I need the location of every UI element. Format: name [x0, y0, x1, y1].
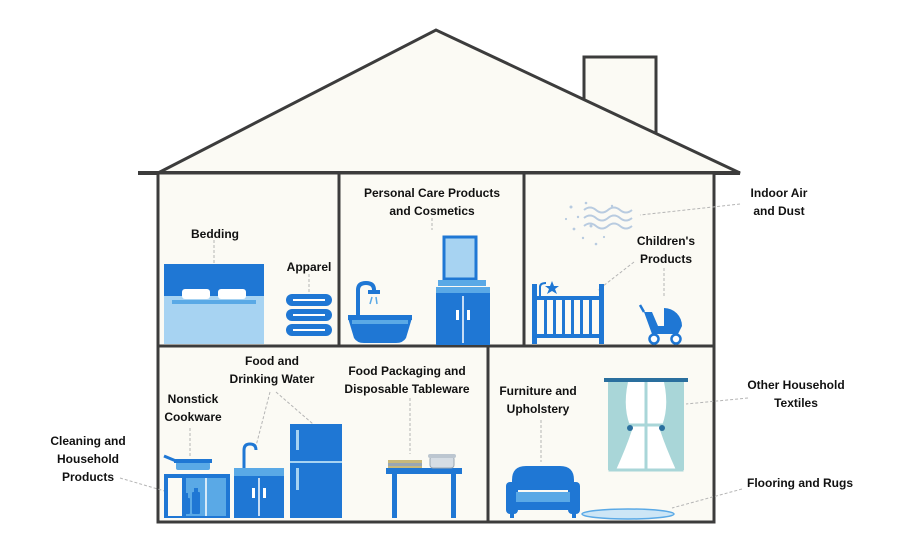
food-water-line-1: Food and [245, 354, 299, 368]
food-packaging-line-1: Food Packaging and [348, 364, 466, 378]
food-water-label: Food and Drinking Water [222, 352, 322, 388]
leader-lines [119, 203, 749, 509]
crib-icon [532, 281, 604, 344]
food-water-line-2: Drinking Water [229, 372, 315, 386]
flooring-label: Flooring and Rugs [747, 476, 853, 490]
vanity-icon [436, 235, 490, 345]
furniture-line-2: Upholstery [506, 402, 570, 416]
sink-cabinet-icon [234, 442, 284, 518]
food-container-icon [428, 454, 456, 469]
textiles-leader [685, 397, 749, 405]
armchair-icon [506, 466, 580, 518]
cleaning-label: Cleaning and Household Products [40, 432, 136, 486]
childrens-products-label: Children's Products [624, 232, 708, 268]
apparel-label: Apparel [286, 260, 332, 274]
furniture-label: Furniture and Upholstery [490, 382, 586, 418]
childrens-line-2: Products [639, 252, 692, 266]
cleaning-line-2: Household [57, 452, 119, 466]
dust-particles-icon [564, 201, 614, 246]
textiles-label: Other Household Textiles [740, 376, 852, 412]
curtains-icon [608, 382, 684, 470]
disposable-plates-icon [388, 460, 422, 468]
nonstick-line-2: Cookware [164, 410, 222, 424]
cleaning-leader [119, 477, 169, 493]
apparel-icon [286, 294, 332, 336]
dining-table-icon [386, 468, 462, 518]
flooring-leader [671, 488, 743, 509]
food-packaging-label: Food Packaging and Disposable Tableware [337, 362, 477, 398]
textiles-line-1: Other Household [747, 378, 845, 392]
nonstick-line-1: Nonstick [167, 392, 219, 406]
bed-icon [164, 264, 264, 344]
bathtub-icon [348, 280, 412, 343]
food-packaging-line-2: Disposable Tableware [344, 382, 470, 396]
nonstick-cookware-label: Nonstick Cookware [158, 390, 228, 426]
cleaning-bottles-icon [183, 488, 200, 514]
textiles-line-2: Textiles [774, 396, 818, 410]
personal-care-line-1: Personal Care Products [363, 186, 501, 200]
rug-icon [581, 508, 675, 520]
furniture-line-1: Furniture and [499, 384, 577, 398]
cleaning-line-3: Products [61, 470, 114, 484]
indoor-air-line-2: and Dust [753, 204, 805, 218]
childrens-line-1: Children's [636, 234, 696, 248]
stroller-icon [638, 304, 682, 345]
air-waves-icon [583, 206, 633, 230]
food-water-leader-2 [275, 391, 314, 425]
childrens-leader [597, 261, 635, 291]
refrigerator-icon [290, 424, 342, 518]
indoor-air-leader [639, 203, 741, 216]
indoor-air-label: Indoor Air and Dust [734, 184, 824, 220]
personal-care-line-2: and Cosmetics [389, 204, 475, 218]
food-water-leader [255, 391, 271, 447]
bedding-label: Bedding [191, 227, 239, 241]
indoor-air-line-1: Indoor Air [750, 186, 808, 200]
personal-care-label: Personal Care Products and Cosmetics [352, 184, 512, 220]
frying-pan-icon [163, 454, 212, 470]
cleaning-line-1: Cleaning and [50, 434, 126, 448]
